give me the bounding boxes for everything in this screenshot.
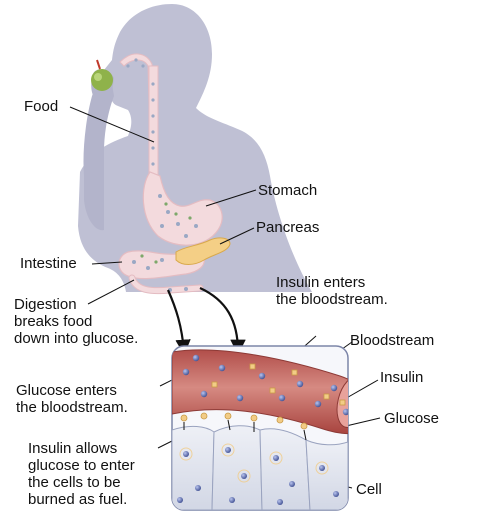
label-stomach: Stomach [258, 182, 318, 199]
label-pancreas: Pancreas [256, 219, 320, 236]
label-intestine: Intestine [20, 255, 77, 272]
blood-glucose [182, 354, 348, 416]
pancreas-organ [175, 237, 231, 265]
green-food-particles [140, 202, 192, 264]
label-food: Food [24, 98, 59, 115]
leader-lines [69, 106, 381, 489]
label-digestion: Digestion breaks food down into glucose. [14, 296, 139, 347]
food-particles [126, 58, 198, 292]
flow-arrows [166, 287, 246, 356]
label-insulin-allows: Insulin allows glucose to enter the cell… [28, 440, 135, 508]
label-cell: Cell [356, 481, 382, 498]
label-glucose: Glucose [384, 410, 440, 427]
label-bloodstream: Bloodstream [350, 332, 435, 349]
label-insulin: Insulin [380, 369, 424, 386]
label-glucose-enters: Glucose enters the bloodstream. [16, 382, 128, 416]
bloodstream-inset [171, 345, 349, 511]
cell-glucose [177, 447, 339, 505]
blood-insulin [211, 363, 346, 406]
apple-icon [91, 59, 113, 91]
insulin-receptors [180, 412, 308, 430]
label-insulin-enters: Insulin enters the bloodstream. [276, 274, 388, 308]
